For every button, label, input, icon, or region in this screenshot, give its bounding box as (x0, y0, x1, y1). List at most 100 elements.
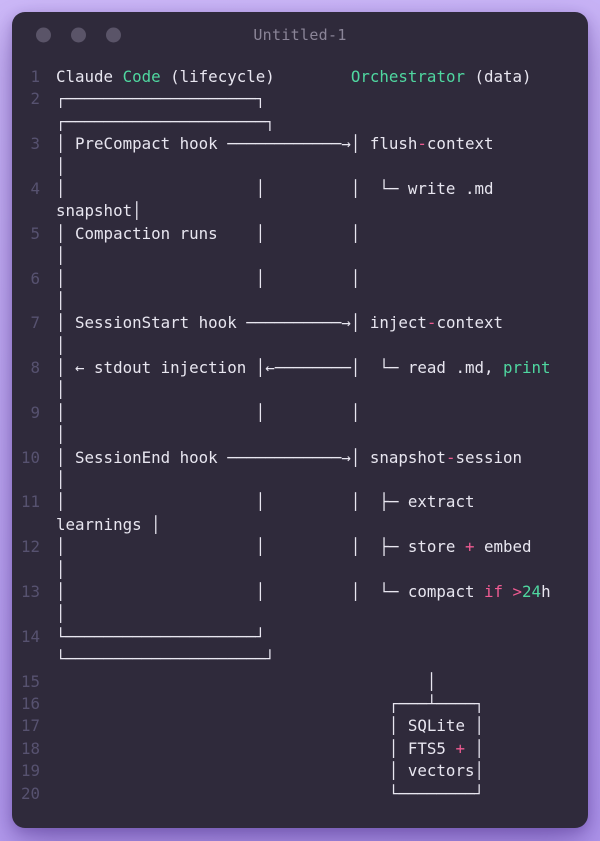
line-number: 12 (20, 537, 40, 557)
line-number (12, 603, 56, 625)
code-row: 1 Claude Code (lifecycle) Orchestrator (d… (12, 66, 588, 88)
line-number: 9 (30, 402, 40, 422)
code-row: 12 │ │ │ ├─ store + embed (12, 536, 588, 558)
code-text: │ PreCompact hook ────────────→│ flush-c… (56, 134, 494, 154)
code-row: │ (12, 290, 588, 312)
code-text: │ (56, 156, 66, 176)
code-row: 8 │ ← stdout injection │←────────│ └─ rea… (12, 357, 588, 379)
line-number: 17 (20, 716, 40, 736)
editor-window: Untitled-1 1 Claude Code (lifecycle) Orch… (12, 12, 588, 828)
code-row: 4 │ │ │ └─ write .md (12, 178, 588, 200)
line-number: 5 (30, 223, 40, 243)
code-row: 13 │ │ │ └─ compact if >24h (12, 581, 588, 603)
close-button[interactable] (36, 27, 51, 43)
code-row: 16 ┌───┴────┐ (12, 693, 588, 715)
code-text: │ │ │ (56, 402, 361, 422)
minimize-button[interactable] (71, 27, 86, 43)
code-text: ┌───┴────┐ (56, 693, 484, 713)
code-text: │ │ │ └─ compact if >24h (56, 581, 551, 601)
code-row: │ (12, 559, 588, 581)
code-text: │ Compaction runs │ │ (56, 223, 361, 243)
code-text: │ vectors│ (56, 761, 484, 781)
line-number: 3 (30, 134, 40, 154)
window-titlebar: Untitled-1 (12, 12, 588, 58)
code-row: 11 │ │ │ ├─ extract (12, 491, 588, 513)
line-number: 16 (20, 693, 40, 713)
line-number: 11 (20, 492, 40, 512)
code-text: ┌────────────────────┐ (56, 89, 266, 109)
code-text: │ (56, 671, 437, 691)
code-row: │ (12, 379, 588, 401)
code-row: learnings │ (12, 514, 588, 536)
window-title: Untitled-1 (253, 26, 347, 44)
code-text: Claude Code (lifecycle) Orchestrator (da… (56, 67, 532, 86)
code-text: │ │ │ └─ write .md (56, 178, 494, 198)
code-row: 5 │ Compaction runs │ │ (12, 223, 588, 245)
code-text: │ │ │ ├─ extract (56, 492, 475, 512)
line-number (12, 290, 56, 312)
code-text: │ (56, 470, 66, 490)
code-row: ┌─────────────────────┐ (12, 111, 588, 133)
code-row: │ (12, 469, 588, 491)
line-number: 7 (30, 313, 40, 333)
code-text: │ (56, 290, 66, 310)
code-row: 10│ SessionEnd hook ────────────→│ snaps… (12, 447, 588, 469)
code-row: 14 └────────────────────┘ (12, 626, 588, 648)
code-row: 17 │ SQLite │ (12, 715, 588, 737)
code-text: │ ← stdout injection │←────────│ └─ read… (56, 358, 551, 378)
code-text: │ (56, 604, 66, 624)
code-row: 7 │ SessionStart hook ──────────→│ inject… (12, 312, 588, 334)
line-number: 2 (30, 89, 40, 109)
line-number (12, 111, 56, 133)
line-number: 13 (20, 581, 40, 601)
code-text: └─────────────────────┘ (56, 649, 275, 669)
code-row: 18 │ FTS5 + │ (12, 738, 588, 760)
line-number: 8 (30, 358, 40, 378)
line-number: 14 (20, 626, 40, 646)
line-number (12, 379, 56, 401)
code-text: learnings │ (56, 514, 161, 534)
code-row: 9 │ │ │ (12, 402, 588, 424)
code-row: │ (12, 156, 588, 178)
code-text: │ SessionStart hook ──────────→│ inject-… (56, 313, 504, 333)
code-row: │ (12, 335, 588, 357)
line-number: 6 (30, 268, 40, 288)
code-row: 20 └────────┘ (12, 783, 588, 805)
line-number (12, 245, 56, 267)
code-row: 2 ┌────────────────────┐ (12, 88, 588, 110)
code-row: 15 │ (12, 671, 588, 693)
line-number (12, 469, 56, 491)
line-number (12, 424, 56, 446)
line-number: 18 (20, 738, 40, 758)
code-text: │ │ │ ├─ store + embed (56, 537, 532, 557)
code-row: 6 │ │ │ (12, 268, 588, 290)
code-text: │ SQLite │ (56, 716, 484, 736)
line-number: 1 (30, 67, 40, 86)
code-row: │ (12, 424, 588, 446)
code-row: │ (12, 245, 588, 267)
line-number: 4 (30, 178, 40, 198)
code-row: └─────────────────────┘ (12, 648, 588, 670)
code-text: │ (56, 425, 66, 445)
line-number (12, 335, 56, 357)
line-number: 19 (20, 761, 40, 781)
code-text: │ (56, 246, 66, 266)
code-text: snapshot│ (56, 201, 142, 221)
code-text: │ (56, 380, 66, 400)
code-text: └────────────────────┘ (56, 626, 266, 646)
line-number (12, 648, 56, 670)
line-number: 20 (20, 783, 40, 803)
code-text: │ (56, 335, 66, 355)
code-row: 3 │ PreCompact hook ────────────→│ flush-… (12, 133, 588, 155)
zoom-button[interactable] (106, 27, 121, 43)
line-number: 15 (20, 671, 40, 691)
code-text: ┌─────────────────────┐ (56, 111, 275, 131)
line-number (12, 156, 56, 178)
code-editor[interactable]: 1 Claude Code (lifecycle) Orchestrator (d… (12, 58, 588, 805)
traffic-lights (36, 27, 121, 43)
code-text: │ │ │ (56, 268, 361, 288)
code-row: 19 │ vectors│ (12, 760, 588, 782)
code-row: │ (12, 603, 588, 625)
line-number (12, 514, 56, 536)
code-text: └────────┘ (56, 783, 484, 803)
